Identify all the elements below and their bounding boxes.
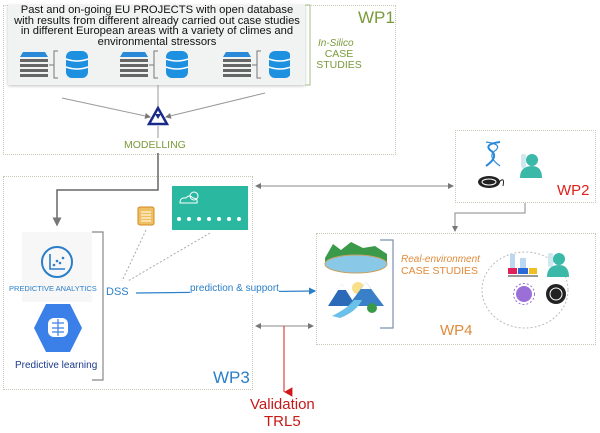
database-icon: [20, 50, 89, 79]
analytics-chart-icon: [41, 246, 73, 278]
predictive-analytics-label: PREDICTIVE ANALYTICS: [9, 284, 97, 293]
wp1-description: Past and on-going EU PROJECTS with open …: [14, 4, 300, 48]
wp1-label: WP1: [358, 8, 395, 27]
microbe-icon: [546, 284, 566, 304]
scientist-icon: [520, 154, 542, 178]
validation-label: Validation: [250, 396, 315, 413]
predictive-learning-label: Predictive learning: [15, 360, 98, 371]
wp4-box: [316, 233, 596, 345]
dss-label: DSS: [106, 286, 129, 298]
mountains-river-icon: [328, 282, 384, 318]
dna-icon: [485, 141, 501, 167]
virus-icon: [513, 283, 535, 305]
wp1-database-panel: [8, 5, 305, 85]
modelling-label: MODELLING: [124, 139, 186, 151]
lab-flasks-icon: [508, 254, 538, 277]
wp2-box: [455, 130, 596, 203]
lake-icon: [324, 242, 388, 274]
predictive-analytics-panel: [22, 232, 92, 302]
notebook-icon: [137, 206, 155, 226]
real-environment-case-studies-label: CASE STUDIES: [401, 265, 479, 277]
scientist-icon-2: [547, 253, 569, 277]
in-silico-label: In-Silico: [318, 38, 354, 49]
weather-cloud-sun-icon: [177, 191, 241, 221]
weather-forecast-panel: [172, 186, 248, 230]
wp4-label: WP4: [440, 322, 473, 339]
wp3-label: WP3: [213, 368, 250, 387]
trl5-label: TRL5: [264, 413, 301, 430]
real-environment-label: Real-environment: [401, 254, 480, 265]
in-silico-case-studies-label: CASE STUDIES: [316, 48, 362, 71]
prediction-support-label: prediction & support: [190, 283, 279, 294]
bacteria-icon: [478, 176, 504, 188]
modelling-triangle-icon: [146, 105, 170, 126]
wp2-label: WP2: [557, 182, 590, 199]
brain-hexagon-icon: [34, 304, 82, 352]
